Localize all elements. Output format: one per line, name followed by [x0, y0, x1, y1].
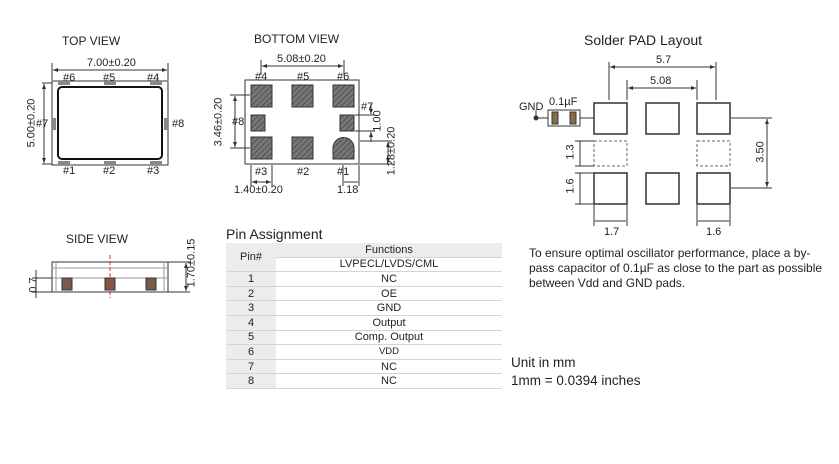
solder-span-height: 3.50	[754, 141, 767, 163]
bottom-view-pin1: #1	[337, 166, 350, 178]
gnd-label: GND	[519, 101, 544, 113]
pin-function: VDD	[276, 344, 502, 360]
top-view-pin4: #4	[147, 72, 160, 84]
bottom-view-pin2: #2	[297, 166, 310, 178]
top-view-pin8: #8	[172, 118, 185, 130]
col-functions-header: Functions	[276, 243, 502, 258]
top-view-title: TOP VIEW	[62, 34, 121, 48]
col-pin-header: Pin#	[226, 243, 276, 273]
pin-number: 8	[226, 373, 276, 389]
cap-label: 0.1µF	[549, 96, 578, 108]
pin-number: 3	[226, 300, 276, 316]
top-view-width-dim: 7.00±0.20	[87, 57, 136, 69]
solder-pad-title: Solder PAD Layout	[584, 32, 703, 48]
solder-inner-pitch: 5.08	[650, 75, 672, 87]
units-block: Unit in mm 1mm = 0.0394 inches	[511, 354, 640, 390]
top-view-pin6: #6	[63, 72, 76, 84]
pin-function: Output	[276, 315, 502, 331]
bottom-view-pin4: #4	[255, 71, 268, 83]
col-subheader: LVPECL/LVDS/CML	[276, 257, 502, 273]
pin-assignment-title: Pin Assignment	[226, 226, 323, 242]
solder-right-width: 1.6	[706, 226, 722, 238]
bypass-note: To ensure optimal oscillator performance…	[529, 246, 823, 290]
top-view-pin2: #2	[103, 165, 116, 177]
bottom-view-title: BOTTOM VIEW	[254, 32, 340, 46]
pin-function: GND	[276, 300, 502, 316]
top-view-pin5: #5	[103, 72, 116, 84]
solder-left-width: 1.7	[604, 226, 620, 238]
pin-function: NC	[276, 271, 502, 287]
pin-number: 4	[226, 315, 276, 331]
pin-number: 5	[226, 330, 276, 346]
bottom-view-pin6: #6	[337, 71, 350, 83]
pin-function: Comp. Output	[276, 330, 502, 346]
side-view-title: SIDE VIEW	[66, 232, 129, 246]
pin-number: 7	[226, 359, 276, 375]
bottom-view-pin3: #3	[255, 166, 268, 178]
solder-outer-width: 5.7	[656, 54, 672, 66]
bottom-view-pad-width-dim: 1.40±0.20	[234, 184, 283, 196]
pin-function: NC	[276, 373, 502, 389]
solder-pad-height2: 1.6	[564, 178, 577, 194]
pin-function: OE	[276, 286, 502, 302]
bottom-view-pitch-dim: 5.08±0.20	[277, 53, 326, 65]
bottom-view-pin8: #8	[232, 116, 245, 128]
pin-number: 2	[226, 286, 276, 302]
solder-pad-height: 1.3	[564, 144, 577, 160]
top-view-pin1: #1	[63, 165, 76, 177]
bottom-view-pin7: #7	[361, 101, 374, 113]
pin-number: 6	[226, 344, 276, 360]
top-view-pin3: #3	[147, 165, 160, 177]
unit-line: Unit in mm	[511, 355, 576, 370]
bottom-view-pad-offset-dim: 1.18	[337, 184, 359, 196]
pin-function: NC	[276, 359, 502, 375]
unit-conversion: 1mm = 0.0394 inches	[511, 373, 641, 388]
bottom-view-pin5: #5	[297, 71, 310, 83]
pin-number: 1	[226, 271, 276, 287]
top-view-pin7: #7	[36, 118, 49, 130]
